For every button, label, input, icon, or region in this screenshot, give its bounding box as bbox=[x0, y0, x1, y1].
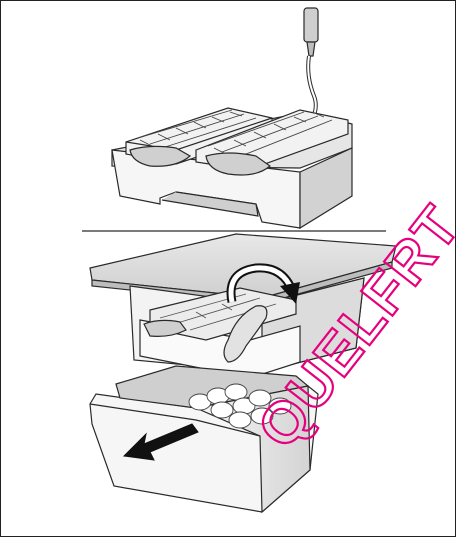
water-faucet-icon bbox=[304, 8, 318, 56]
step-fill-trays bbox=[112, 8, 352, 228]
